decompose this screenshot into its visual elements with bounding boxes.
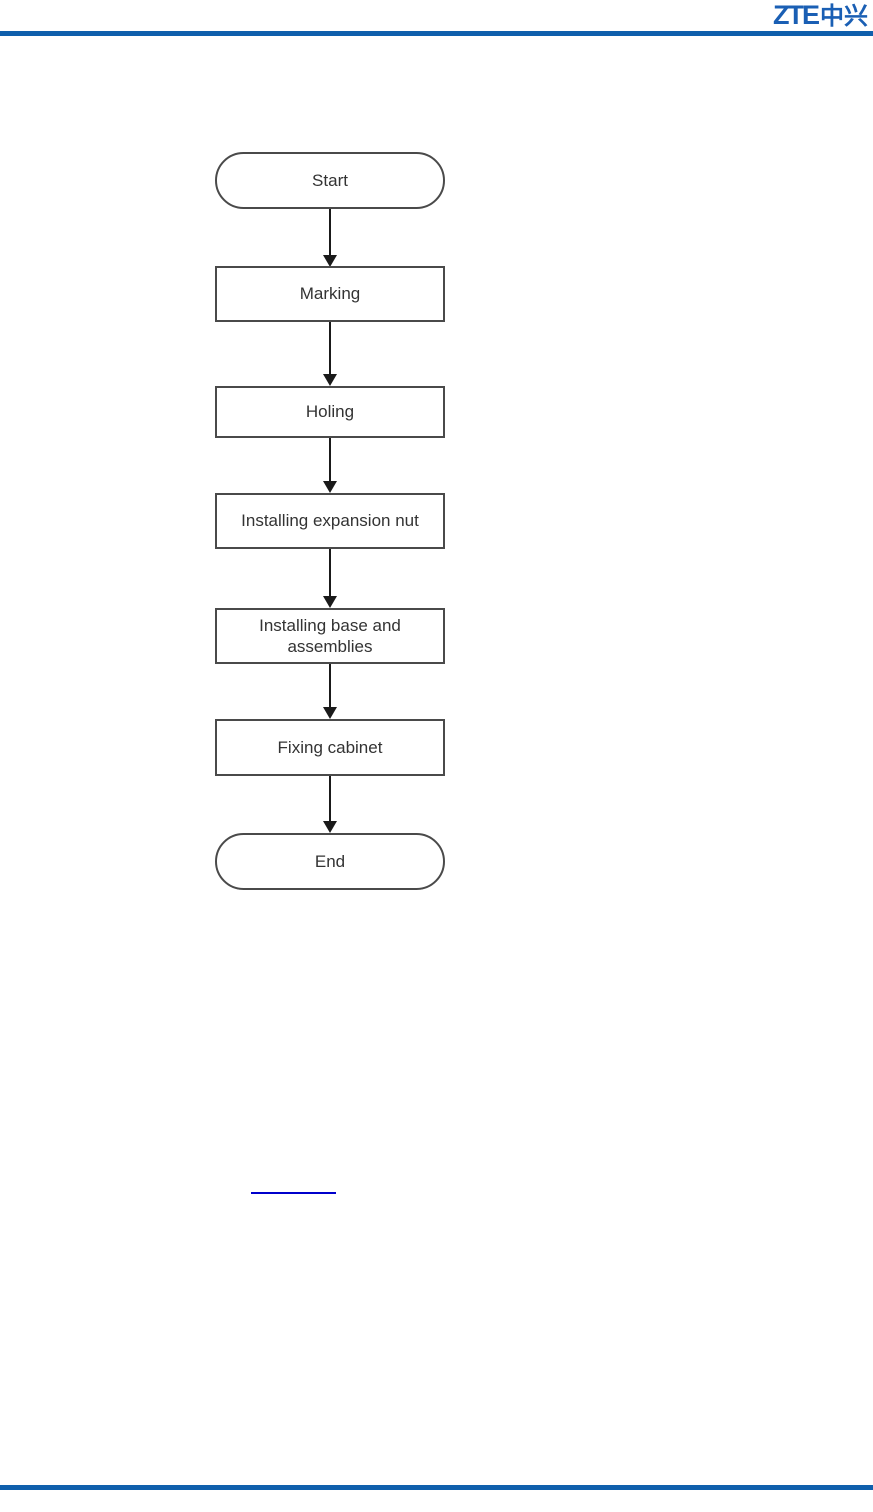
flow-node-fixing-cabinet-label: Fixing cabinet (277, 737, 383, 757)
arrow-head-icon (323, 481, 337, 493)
flow-arrow-expansion-nut-to-base (323, 549, 337, 608)
flow-arrow-fixing-to-end (323, 776, 337, 833)
footer-rule (0, 1485, 873, 1490)
flow-arrow-holing-to-expansion-nut (323, 438, 337, 493)
arrow-head-icon (323, 596, 337, 608)
arrow-head-icon (323, 821, 337, 833)
header-rule (0, 31, 873, 36)
flow-node-install-expansion-nut-label: Installing expansion nut (241, 511, 419, 531)
arrow-shaft (329, 209, 331, 257)
flow-arrow-start-to-marking (323, 209, 337, 267)
flow-node-marking: Marking (215, 266, 445, 322)
flow-arrow-marking-to-holing (323, 322, 337, 386)
flow-node-marking-label: Marking (299, 284, 361, 304)
flow-node-end-label: End (314, 851, 346, 871)
arrow-shaft (329, 322, 331, 376)
arrow-head-icon (323, 374, 337, 386)
zte-logo-cjk-text: 中兴 (820, 3, 868, 30)
arrow-shaft (329, 549, 331, 598)
flow-node-holing: Holing (215, 386, 445, 438)
flow-node-holing-label: Holing (305, 402, 355, 422)
flow-node-install-base-assemblies-label: Installing base and assemblies (259, 615, 401, 656)
flow-node-start: Start (215, 152, 445, 209)
flow-node-fixing-cabinet: Fixing cabinet (215, 719, 445, 776)
flow-node-start-label: Start (312, 170, 348, 190)
flow-node-end: End (215, 833, 445, 890)
flow-node-install-expansion-nut: Installing expansion nut (215, 493, 445, 549)
zte-logo-latin-text: ZTE (773, 0, 820, 30)
arrow-head-icon (323, 255, 337, 267)
arrow-shaft (329, 664, 331, 709)
arrow-shaft (329, 776, 331, 823)
hyperlink-underline[interactable] (251, 1192, 336, 1194)
arrow-head-icon (323, 707, 337, 719)
flow-node-install-base-assemblies: Installing base and assemblies (215, 608, 445, 664)
zte-logo: ZTE中兴 (773, 2, 868, 33)
flow-arrow-base-to-fixing (323, 664, 337, 719)
arrow-shaft (329, 438, 331, 483)
